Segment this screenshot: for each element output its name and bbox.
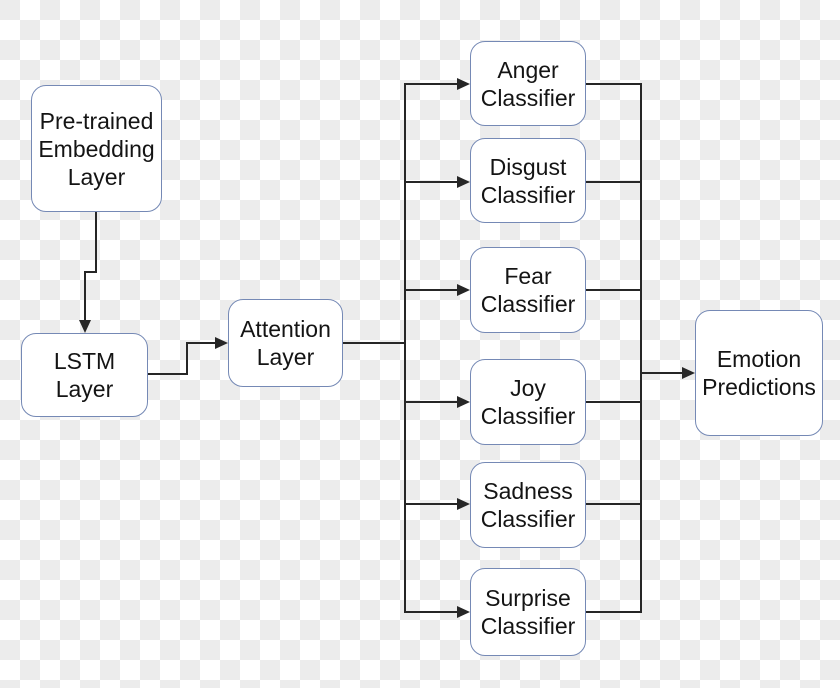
output-anger-line (586, 83, 642, 85)
node-pretrained-embedding: Pre-trained Embedding Layer (31, 85, 162, 212)
node-attention: Attention Layer (228, 299, 343, 387)
node-anger-classifier: Anger Classifier (470, 41, 586, 126)
arrowhead-into-surprise (457, 606, 470, 618)
branch-anger-line (404, 83, 457, 85)
edge-trunk-emotion-line (640, 372, 682, 374)
branch-fear-line (404, 289, 457, 291)
node-lstm: LSTM Layer (21, 333, 148, 417)
node-label-line: Classifier (480, 291, 576, 317)
branch-sadness-line (404, 503, 457, 505)
node-label-line: Embedding (38, 135, 155, 162)
node-label-line: Layer (256, 344, 315, 370)
arrowhead-into-attention (215, 337, 228, 349)
edge-embedding-lstm-seg3 (84, 271, 86, 321)
arrowhead-into-fear (457, 284, 470, 296)
edge-lstm-attention-seg1 (148, 373, 188, 375)
node-label-line: Emotion (716, 346, 802, 372)
arrowhead-into-lstm (79, 320, 91, 333)
node-label-line: Anger (497, 56, 559, 83)
node-label-line: Joy (510, 375, 546, 401)
output-disgust-line (586, 181, 642, 183)
node-disgust-classifier: Disgust Classifier (470, 138, 586, 223)
branch-joy-line (404, 401, 457, 403)
node-label-line: Layer (55, 376, 114, 402)
branch-disgust-line (404, 181, 457, 183)
output-sadness-line (586, 503, 642, 505)
arrowhead-into-anger (457, 78, 470, 90)
node-label-line: Surprise (485, 585, 571, 611)
node-label-line: Pre-trained (39, 107, 154, 134)
arrowhead-into-emotion-predictions (682, 367, 695, 379)
node-label-line: LSTM (53, 348, 116, 374)
node-label-line: Classifier (480, 613, 576, 639)
arrowhead-into-disgust (457, 176, 470, 188)
node-label-line: Classifier (480, 506, 576, 532)
arrowhead-into-sadness (457, 498, 470, 510)
edge-embedding-lstm-seg2 (84, 271, 97, 273)
edge-lstm-attention-seg3 (186, 342, 215, 344)
fanin-trunk-line (640, 83, 642, 613)
output-fear-line (586, 289, 642, 291)
edge-attention-trunk (343, 342, 406, 344)
fanout-trunk-line (404, 83, 406, 613)
node-label-line: Fear (504, 263, 552, 289)
node-label-line: Layer (67, 163, 126, 190)
node-surprise-classifier: Surprise Classifier (470, 568, 586, 656)
arrowhead-into-joy (457, 396, 470, 408)
node-label-line: Attention (240, 316, 331, 342)
branch-surprise-line (404, 611, 457, 613)
node-label-line: Disgust (489, 153, 567, 180)
node-label-line: Predictions (702, 374, 816, 400)
node-joy-classifier: Joy Classifier (470, 359, 586, 445)
node-sadness-classifier: Sadness Classifier (470, 462, 586, 548)
node-emotion-predictions: Emotion Predictions (695, 310, 823, 436)
edge-embedding-lstm-seg1 (95, 212, 97, 273)
node-label-line: Classifier (480, 84, 576, 111)
node-label-line: Classifier (480, 181, 576, 208)
node-label-line: Classifier (480, 403, 576, 429)
node-label-line: Sadness (483, 478, 573, 504)
output-surprise-line (586, 611, 642, 613)
node-fear-classifier: Fear Classifier (470, 247, 586, 333)
output-joy-line (586, 401, 642, 403)
edge-lstm-attention-seg2 (186, 342, 188, 375)
